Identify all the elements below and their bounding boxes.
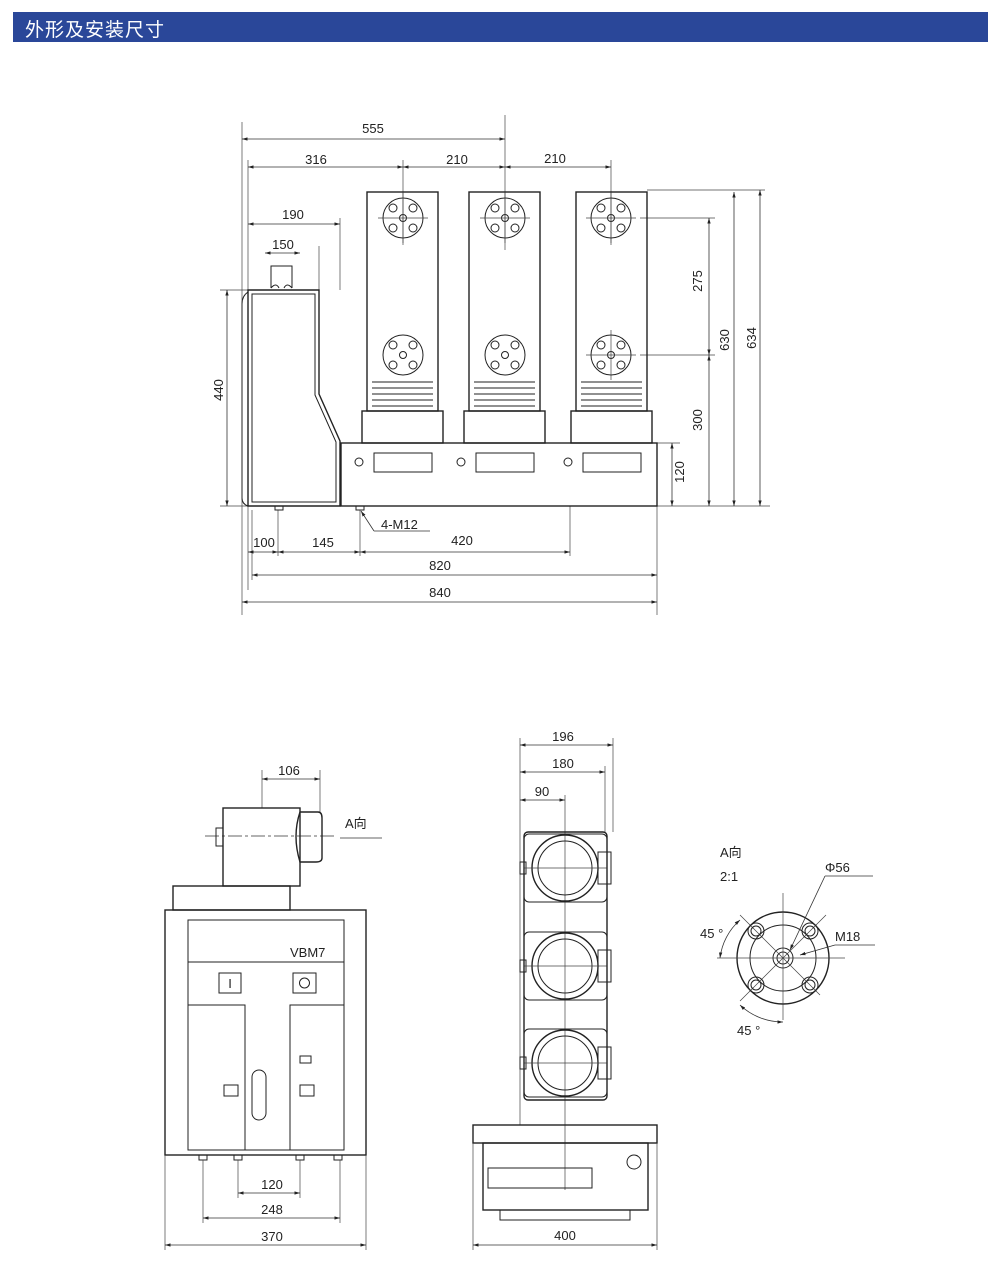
diameter-label: Φ56 (825, 860, 850, 875)
terminal-hole (490, 223, 500, 233)
dim-555: 555 (362, 121, 384, 136)
dim-106: 106 (278, 763, 300, 778)
dim-210-b: 210 (544, 151, 566, 166)
side-view: 196 180 90 400 (472, 729, 658, 1250)
terminal-hole (408, 203, 418, 213)
pole-segment (523, 931, 608, 1001)
terminal-hole (616, 203, 626, 213)
detail-scale: 2:1 (720, 869, 738, 884)
bolt-hole-inner (804, 925, 816, 937)
dim-120-front: 120 (261, 1177, 283, 1192)
terminal-hole (388, 360, 398, 370)
pole-segment (523, 1028, 608, 1098)
bolt-hole (747, 976, 765, 994)
angle-label-2: 45 ° (737, 1023, 760, 1038)
base-hole (456, 457, 466, 467)
bolt-hole (801, 976, 819, 994)
terminal-hole (596, 360, 606, 370)
detail-title: A向 (720, 845, 742, 860)
section-header: 外形及安装尺寸 (13, 12, 988, 42)
dim-100: 100 (253, 535, 275, 550)
dim-196: 196 (552, 729, 574, 744)
pole-base (463, 410, 546, 444)
pole-segment (523, 833, 608, 903)
terminal-flange (484, 334, 526, 376)
dim-634: 634 (744, 327, 759, 349)
thread-label: M18 (835, 929, 860, 944)
base-hole (563, 457, 573, 467)
terminal-hole (490, 340, 500, 350)
terminal-hole (616, 223, 626, 233)
section-title: 外形及安装尺寸 (25, 19, 166, 41)
bolt-hole-inner (804, 979, 816, 991)
model-label: VBM7 (290, 945, 325, 960)
off-button (292, 972, 317, 994)
front-view: 106 A向 VBM7 I 120 248 370 (164, 763, 382, 1250)
terminal-hole (388, 203, 398, 213)
terminal-hole (596, 203, 606, 213)
terminal-hole (596, 340, 606, 350)
terminal-hole (510, 340, 520, 350)
bolt-hole (747, 922, 765, 940)
base-window (373, 452, 433, 473)
dim-180: 180 (552, 756, 574, 771)
terminal-hole (501, 351, 509, 359)
terminal-hole (408, 223, 418, 233)
terminal-hole (490, 360, 500, 370)
dim-90: 90 (535, 784, 549, 799)
pole-base (570, 410, 653, 444)
pole-base (361, 410, 444, 444)
terminal-flange (382, 334, 424, 376)
bolt-label: 4-M12 (381, 517, 418, 532)
dim-420: 420 (451, 533, 473, 548)
bolt-hole (801, 922, 819, 940)
terminal-hole (510, 223, 520, 233)
terminal-hole (388, 223, 398, 233)
terminal-hole (616, 340, 626, 350)
pole-body (366, 191, 439, 412)
terminal-hole (490, 203, 500, 213)
base-window (582, 452, 642, 473)
pole-body (575, 191, 648, 412)
terminal-hole (388, 340, 398, 350)
terminal-hole (408, 360, 418, 370)
dim-370: 370 (261, 1229, 283, 1244)
bolt-hole-inner (750, 979, 762, 991)
dim-400: 400 (554, 1228, 576, 1243)
base-window (475, 452, 535, 473)
terminal-hole (408, 340, 418, 350)
on-button-label: I (228, 976, 232, 991)
pole-body (468, 191, 541, 412)
dim-120: 120 (672, 461, 687, 483)
terminal-hole (616, 360, 626, 370)
base-hole (354, 457, 364, 467)
dim-145: 145 (312, 535, 334, 550)
on-button (218, 972, 242, 994)
dim-630: 630 (717, 329, 732, 351)
top-view: 555 316 210 210 190 150 440 120 300 275 … (211, 115, 770, 615)
terminal-hole (510, 203, 520, 213)
terminal-hole (510, 360, 520, 370)
dim-150: 150 (272, 237, 294, 252)
bolt-hole-inner (750, 925, 762, 937)
terminal-hole (596, 223, 606, 233)
dim-210-a: 210 (446, 152, 468, 167)
dim-440: 440 (211, 379, 226, 401)
dim-248: 248 (261, 1202, 283, 1217)
dim-275: 275 (690, 270, 705, 292)
dim-190: 190 (282, 207, 304, 222)
dim-316: 316 (305, 152, 327, 167)
angle-label-1: 45 ° (700, 926, 723, 941)
dim-820: 820 (429, 558, 451, 573)
detail-a-view: A向 2:1 Φ56 M18 45 ° 45 ° (700, 845, 875, 1038)
terminal-hole (399, 351, 407, 359)
dim-300: 300 (690, 409, 705, 431)
direction-a-label: A向 (345, 816, 367, 831)
dim-840: 840 (429, 585, 451, 600)
